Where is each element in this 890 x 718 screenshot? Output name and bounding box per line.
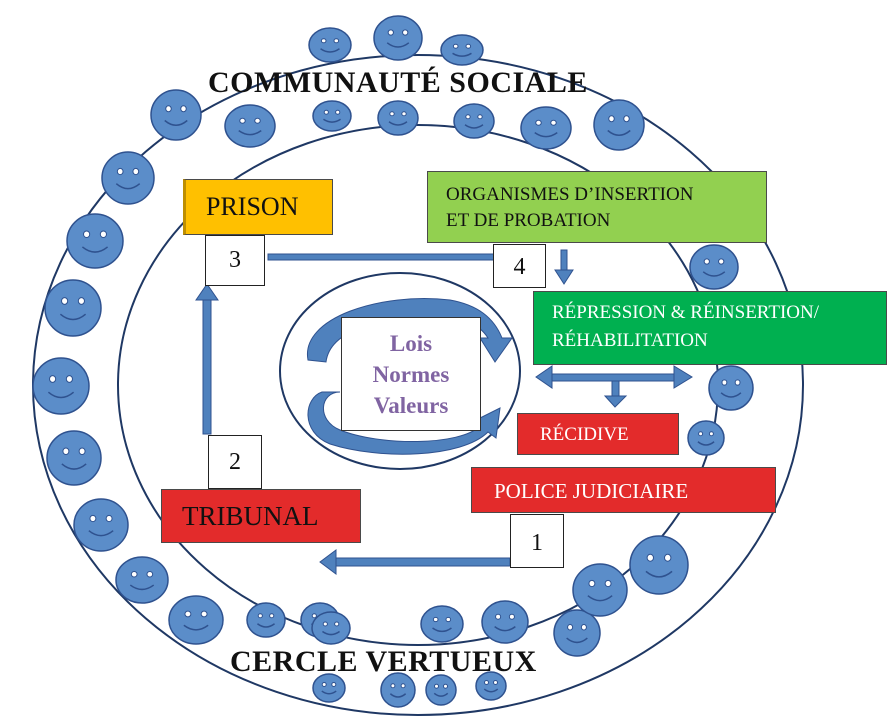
- insertion-box: ORGANISMES D’INSERTION ET DE PROBATION: [427, 171, 767, 243]
- recidive-box: RÉCIDIVE: [517, 413, 679, 455]
- smiley-face-icon: [708, 365, 754, 411]
- smiley-face-icon: [308, 27, 352, 63]
- cycle-arrow-bottom: [307, 391, 501, 455]
- virtuous-circle-label: CERCLE VERTUEUX: [230, 645, 537, 678]
- smiley-face-icon: [44, 279, 102, 337]
- smiley-face-icon: [46, 430, 102, 486]
- smiley-face-icon: [377, 100, 419, 136]
- smiley-face-icon: [553, 609, 601, 657]
- smiley-face-icon: [420, 605, 464, 643]
- tribunal-label: TRIBUNAL: [182, 501, 319, 531]
- values-box: Lois Normes Valeurs: [341, 317, 481, 431]
- smiley-face-icon: [115, 556, 169, 604]
- arrow-2-to-3: [195, 283, 219, 435]
- smiley-face-icon: [66, 213, 124, 269]
- center-word-norms: Normes: [372, 362, 450, 387]
- arrow-to-recidive: [603, 380, 628, 408]
- smiley-face-icon: [373, 15, 423, 61]
- smiley-face-icon: [168, 595, 224, 645]
- step-number-3: 3: [205, 235, 265, 286]
- arrow-1-to-tribunal: [319, 549, 511, 575]
- police-box: POLICE JUDICIAIRE: [471, 467, 776, 513]
- repression-label-line2: RÉHABILITATION: [552, 330, 708, 351]
- smiley-face-icon: [687, 420, 725, 456]
- smiley-face-icon: [440, 34, 484, 66]
- step-number-2: 2: [208, 435, 262, 489]
- repression-label-line1: RÉPRESSION & RÉINSERTION/: [552, 302, 819, 323]
- smiley-face-icon: [475, 671, 507, 701]
- repression-box: RÉPRESSION & RÉINSERTION/ RÉHABILITATION: [533, 291, 887, 365]
- insertion-label-line2: ET DE PROBATION: [446, 210, 611, 231]
- center-word-laws: Lois: [389, 331, 433, 356]
- smiley-face-icon: [453, 103, 495, 139]
- step-number-1: 1: [510, 514, 564, 568]
- smiley-face-icon: [572, 563, 628, 617]
- smiley-face-icon: [629, 535, 689, 595]
- center-word-values: Valeurs: [373, 393, 449, 418]
- smiley-face-icon: [32, 357, 90, 415]
- smiley-face-group: [32, 15, 754, 708]
- tribunal-box: TRIBUNAL: [161, 489, 361, 543]
- arrow-3-to-4: [267, 247, 512, 267]
- police-label: POLICE JUDICIAIRE: [494, 479, 689, 503]
- core-ring: [279, 272, 521, 470]
- smiley-face-icon: [481, 600, 529, 644]
- smiley-face-icon: [425, 674, 457, 706]
- recidive-label: RÉCIDIVE: [540, 424, 629, 445]
- insertion-label-line1: ORGANISMES D’INSERTION: [446, 184, 694, 205]
- smiley-face-icon: [312, 673, 346, 703]
- smiley-face-icon: [246, 602, 286, 638]
- prison-box: PRISON: [183, 179, 333, 235]
- smiley-face-icon: [224, 104, 276, 148]
- smiley-face-icon: [101, 151, 155, 205]
- smiley-face-icon: [311, 611, 351, 645]
- step-number-4: 4: [493, 244, 546, 288]
- prison-label: PRISON: [206, 192, 299, 221]
- community-label: COMMUNAUTÉ SOCIALE: [208, 66, 588, 99]
- smiley-face-icon: [150, 89, 202, 141]
- smiley-face-icon: [380, 672, 416, 708]
- smiley-face-icon: [73, 498, 129, 552]
- arrow-insertion-to-repression: [554, 249, 574, 285]
- smiley-face-icon: [689, 244, 739, 290]
- smiley-face-icon: [593, 99, 645, 151]
- smiley-face-icon: [312, 100, 352, 132]
- smiley-face-icon: [520, 106, 572, 150]
